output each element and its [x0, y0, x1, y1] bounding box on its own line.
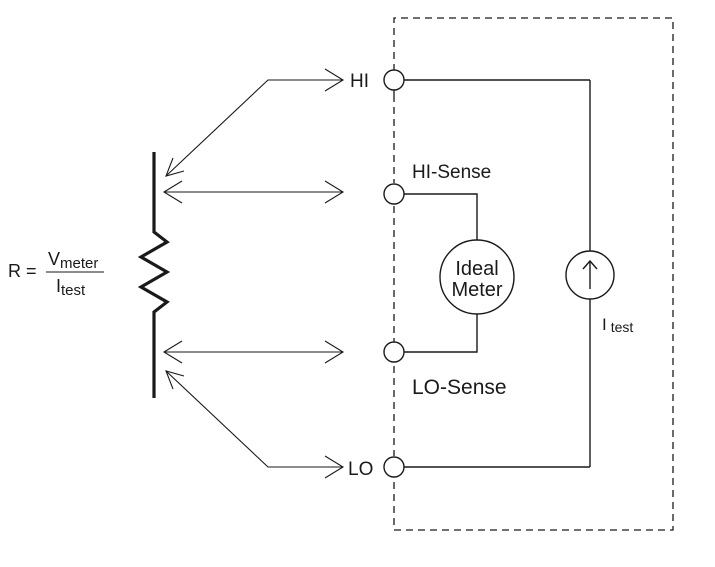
- formula-den-sub: test: [61, 282, 86, 299]
- hi-sense-lead-arrow: [162, 180, 345, 204]
- lo-lead-arrow: [165, 370, 345, 479]
- hi-label: HI: [350, 71, 369, 92]
- formula-lhs: R =: [8, 261, 37, 281]
- instrument-boundary: [393, 17, 674, 531]
- source-label-main: I: [602, 315, 607, 334]
- hi-sense-terminal: [383, 183, 405, 205]
- internal-wiring: [404, 79, 591, 468]
- formula-num-sub: meter: [60, 255, 98, 272]
- hi-terminal: [383, 69, 405, 91]
- formula-den-main: I: [56, 276, 61, 296]
- resistor-symbol: [137, 152, 171, 398]
- ideal-meter-circle: [439, 239, 515, 315]
- formula-num-main: V: [48, 249, 60, 269]
- lo-sense-label: LO-Sense: [412, 376, 507, 399]
- hi-lead-arrow: [165, 68, 345, 177]
- lo-label: LO: [348, 459, 373, 480]
- meter-label-line1: Ideal: [455, 258, 498, 280]
- formula-numerator: Vmeter: [48, 249, 98, 272]
- source-label-sub: test: [611, 319, 634, 335]
- formula-denominator: Itest: [56, 276, 86, 299]
- lo-sense-terminal: [383, 341, 405, 363]
- current-source-symbol: [565, 250, 615, 300]
- lo-sense-lead-arrow: [162, 340, 345, 364]
- hi-sense-label: HI-Sense: [412, 162, 491, 183]
- lo-terminal: [383, 456, 405, 478]
- meter-label-line2: Meter: [451, 279, 502, 301]
